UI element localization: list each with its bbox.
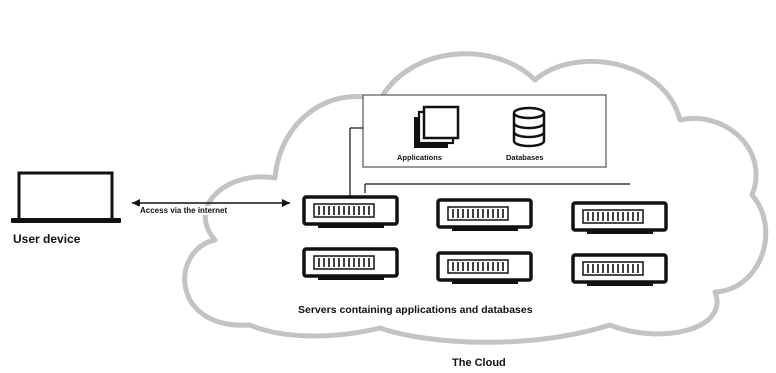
server-connector bbox=[349, 127, 630, 197]
database-icon bbox=[512, 106, 546, 148]
server-icon bbox=[571, 201, 668, 234]
cloud-outline bbox=[182, 51, 769, 345]
user-device-label: User device bbox=[13, 232, 81, 246]
server-icon bbox=[436, 251, 533, 284]
databases-label: Databases bbox=[506, 153, 544, 162]
applications-label: Applications bbox=[397, 153, 443, 162]
server-icon bbox=[571, 253, 668, 286]
internet-access-label: Access via the internet bbox=[139, 206, 229, 215]
server-icon bbox=[302, 195, 399, 228]
applications-icon bbox=[414, 105, 460, 148]
apps-db-box bbox=[362, 94, 607, 168]
laptop-icon bbox=[11, 171, 121, 223]
cloud-title: The Cloud bbox=[452, 357, 506, 369]
servers-caption: Servers containing applications and data… bbox=[298, 304, 533, 316]
connection-arrow bbox=[132, 199, 290, 207]
server-icon bbox=[302, 247, 399, 280]
server-icon bbox=[436, 198, 533, 231]
